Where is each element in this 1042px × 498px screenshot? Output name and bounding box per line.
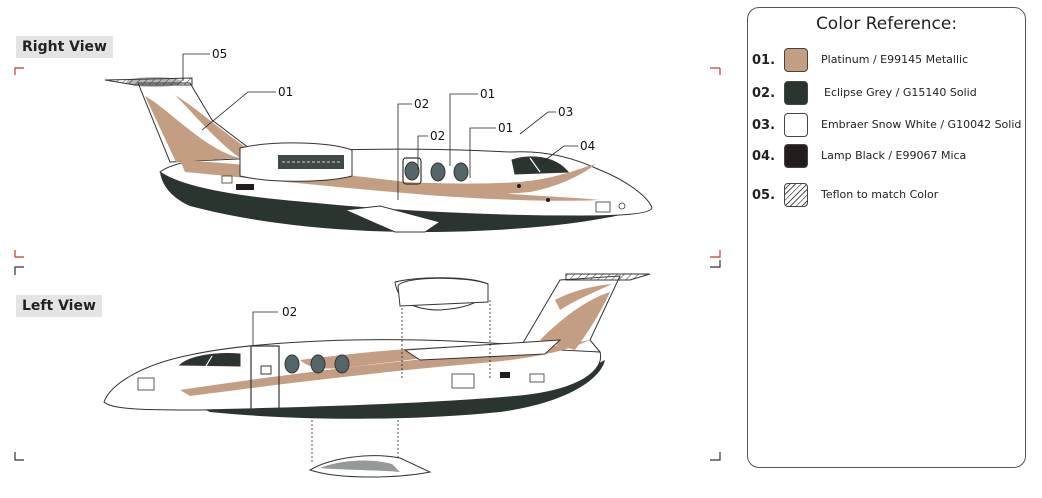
callout-right-4: 02	[430, 129, 445, 143]
right-view-label: Right View	[16, 36, 113, 58]
color-swatch-lamp-black	[784, 144, 808, 168]
callout-right-5: 01	[498, 121, 513, 135]
right-tail-cap	[104, 77, 193, 86]
color-reference-title: Color Reference:	[815, 14, 958, 34]
left-engine-exploded	[397, 277, 489, 307]
color-ref-row: 02. Eclipse Grey / G15140 Solid	[748, 81, 1027, 107]
right-view-leaders	[182, 53, 578, 200]
color-swatch-eclipse-grey	[784, 81, 808, 105]
right-view-aircraft	[104, 77, 653, 233]
color-ref-number: 03.	[752, 118, 776, 133]
color-ref-name: Platinum / E99145 Metallic	[821, 53, 969, 66]
callout-left-0: 02	[282, 305, 297, 319]
callout-right-0: 05	[212, 47, 227, 61]
color-reference-panel: Color Reference: 01. Platinum / E99145 M…	[747, 7, 1026, 468]
color-ref-number: 04.	[752, 149, 776, 164]
left-view-label: Left View	[16, 295, 102, 317]
color-ref-number: 02.	[752, 86, 776, 101]
corner-marks	[14, 67, 721, 461]
color-ref-number: 05.	[752, 188, 776, 203]
left-wing	[403, 339, 562, 361]
left-tail-cap	[565, 273, 651, 281]
right-belly-grey	[160, 172, 640, 232]
color-ref-row: 01. Platinum / E99145 Metallic	[748, 48, 1027, 74]
left-view-aircraft	[103, 273, 651, 478]
color-ref-row: 03. Embraer Snow White / G10042 Solid	[748, 113, 1027, 139]
hatch-swatch-icon	[784, 183, 808, 207]
color-ref-name: Teflon to match Color	[821, 188, 939, 201]
color-ref-number: 01.	[752, 53, 776, 68]
color-swatch-platinum	[784, 48, 808, 72]
right-wing	[343, 205, 442, 233]
right-view-callouts: 05 01 02 01 02 01 03 04	[212, 47, 595, 153]
callout-right-6: 03	[558, 105, 573, 119]
right-cockpit-window	[511, 156, 570, 175]
callout-right-3: 01	[480, 87, 495, 101]
aircraft-drawing: 05 01 02 01 02 01 03 04	[14, 47, 721, 478]
left-view-callouts: 02	[282, 305, 297, 319]
color-ref-row: 05. Teflon to match Color	[748, 183, 1027, 209]
left-view-leaders	[252, 300, 491, 462]
callout-right-7: 04	[580, 139, 595, 153]
callout-right-2: 02	[414, 97, 429, 111]
color-ref-name: Lamp Black / E99067 Mica	[821, 149, 967, 162]
color-ref-name: Eclipse Grey / G15140 Solid	[824, 86, 977, 99]
callout-right-1: 01	[278, 85, 293, 99]
right-tail-platinum	[145, 96, 240, 162]
color-ref-row: 04. Lamp Black / E99067 Mica	[748, 144, 1027, 170]
color-swatch-snow-white	[784, 113, 808, 137]
color-ref-name: Embraer Snow White / G10042 Solid	[821, 118, 1022, 131]
